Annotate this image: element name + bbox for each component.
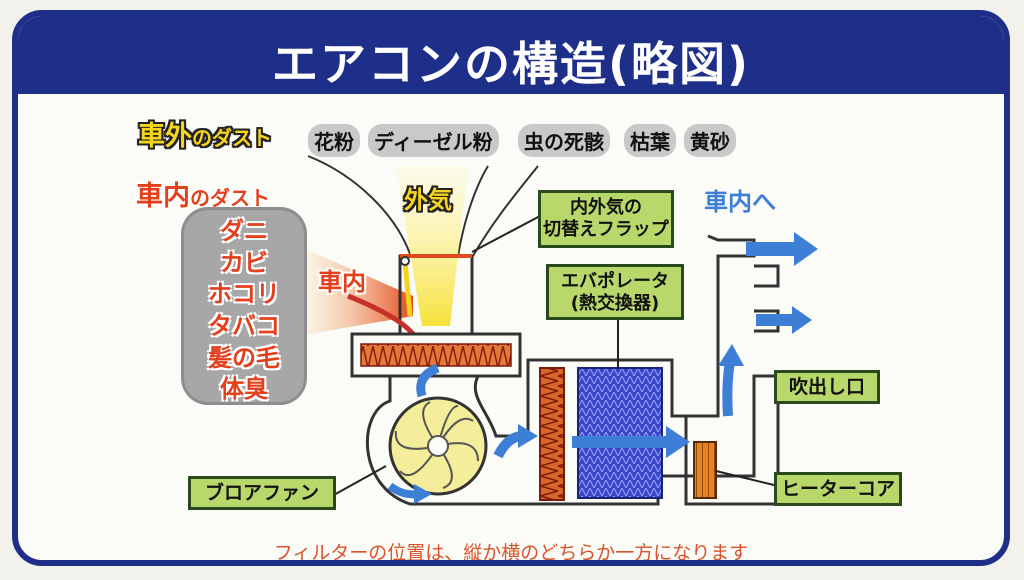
outlet-arrow-1: [746, 242, 798, 256]
to-cabin-label: 車内へ: [704, 188, 776, 216]
diagram-card: エアコンの構造(略図): [12, 10, 1010, 566]
inside-dust-item: 髪の毛: [208, 343, 280, 372]
flap-label-line-2: 切替えフラップ: [543, 218, 669, 240]
heater-core: [693, 441, 717, 499]
evaporator-label: エバポレータ (熱交換器): [546, 264, 684, 320]
inside-dust-item: 体臭: [220, 375, 268, 404]
flap-label-line-1: 内外気の: [570, 197, 642, 218]
evaporator-label-line-1: エバポレータ: [561, 271, 669, 292]
inside-dust-item: ホコリ: [208, 280, 280, 309]
evaporator-label-line-2: (熱交換器): [570, 292, 660, 314]
outside-dust-item: ディーゼル粉: [368, 124, 499, 157]
inside-dust-item: カビ: [220, 248, 268, 277]
vent-duct-upper: [686, 234, 756, 418]
inside-dust-label-suffix: のダスト: [190, 186, 270, 210]
flow-arrow-up: [722, 360, 735, 417]
vent-outlet-1: [754, 264, 780, 288]
inside-dust-item: タバコ: [208, 312, 280, 341]
recirc-flap: [402, 260, 413, 317]
flap-leader: [471, 215, 541, 253]
inside-dust-item: ダニ: [220, 217, 268, 245]
evaporator: [577, 367, 663, 499]
outside-air-flow-line-2: [457, 165, 489, 257]
outside-dust-item: 虫の死骸: [518, 124, 610, 157]
outside-dust-label-suffix: のダスト: [192, 126, 272, 150]
heater-core-label: ヒーターコア: [774, 472, 902, 506]
outside-dust-item: 花粉: [308, 124, 360, 157]
inside-dust-cloud: ダニ カビ ホコリ タバコ 髪の毛 体臭: [184, 210, 304, 403]
title-band: [18, 16, 1004, 94]
outside-air-beam: [396, 166, 468, 326]
air-filter-horizontal: [360, 343, 512, 367]
outside-dust-heading: 車外のダスト: [138, 114, 272, 153]
footer-note: フィルターの位置は、縦か横のどちらか一方になります: [273, 542, 749, 564]
outside-dust-item: 枯葉: [624, 124, 676, 157]
blower-leader: [331, 465, 387, 497]
flap-label: 内外気の 切替えフラップ: [538, 190, 674, 248]
outside-air-label: 外気: [404, 186, 452, 214]
flow-arrow-filter-out: [416, 363, 440, 398]
outside-air-flow-line-3: [472, 165, 539, 257]
flap-hinge: [400, 256, 410, 266]
inside-dust-label-main: 車内: [136, 181, 190, 212]
outlet-arrow-2: [756, 314, 796, 326]
outside-dust-item: 黄砂: [684, 124, 736, 157]
outside-air-flow-line-1: [307, 155, 411, 255]
heater-leader: [715, 470, 779, 487]
air-filter-vertical: [539, 367, 565, 501]
aircon-schematic: [298, 155, 818, 506]
page-title: エアコンの構造(略図): [271, 37, 751, 91]
vent-label: 吹出し口: [774, 370, 880, 404]
outside-dust-label-main: 車外: [138, 121, 192, 152]
inside-dust-heading: 車内のダスト: [136, 174, 270, 213]
cabin-air-label: 車内: [318, 268, 366, 296]
cabin-air-arrow: [347, 293, 415, 336]
flow-arrow-through-evaporator: [572, 436, 668, 448]
blower-fan-label: ブロアファン: [188, 476, 336, 510]
